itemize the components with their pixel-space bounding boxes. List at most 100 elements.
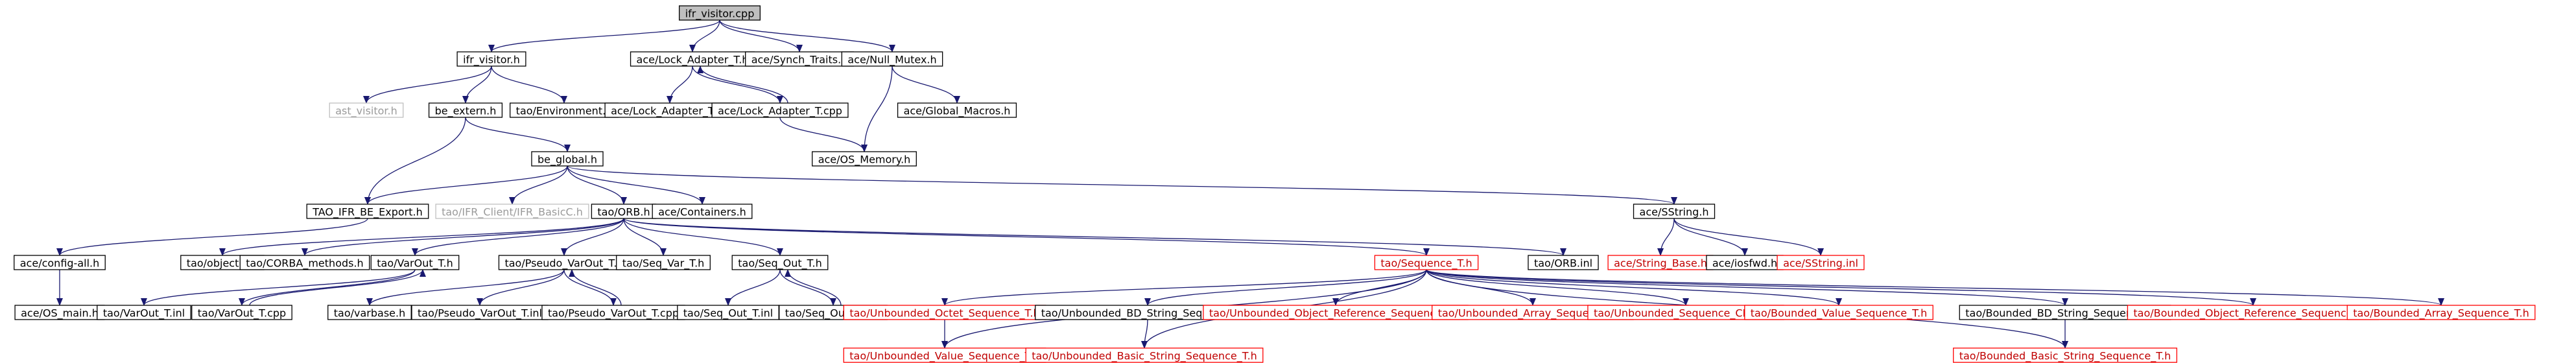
edge-be-global-h-to-sstring-h bbox=[567, 165, 1677, 205]
node-bounded-value-sequence-t-h[interactable]: tao/Bounded_Value_Sequence_T.h bbox=[1744, 305, 1933, 320]
node-bounded-basic-string-sequence-t-h[interactable]: tao/Bounded_Basic_String_Sequence_T.h bbox=[1953, 347, 2177, 363]
node-varout-t-h[interactable]: tao/VarOut_T.h bbox=[370, 255, 460, 270]
node-box bbox=[1025, 347, 1264, 363]
edge-orb-h-to-seq-out-t-h bbox=[623, 218, 783, 256]
node-label: tao/Pseudo_VarOut_T.inl bbox=[418, 307, 542, 320]
edge-sequence-t-h-to-bounded-array-sequence-t-h bbox=[1426, 269, 2444, 306]
node-box bbox=[428, 102, 503, 118]
node-pseudo-varout-t-h[interactable]: tao/Pseudo_VarOut_T.h bbox=[498, 255, 630, 270]
node-label: tao/varbase.h bbox=[334, 307, 405, 320]
node-varout-t-cpp[interactable]: tao/VarOut_T.cpp bbox=[191, 305, 292, 320]
node-unbounded-value-sequence-t-h[interactable]: tao/Unbounded_Value_Sequence_T.h bbox=[843, 347, 1046, 363]
node-lock-adapter-t-inl[interactable]: ace/Lock_Adapter_T.inl bbox=[604, 102, 735, 118]
node-box bbox=[1744, 305, 1933, 320]
node-containers-h[interactable]: ace/Containers.h bbox=[652, 204, 753, 219]
node-sequence-t-h[interactable]: tao/Sequence_T.h bbox=[1374, 255, 1479, 270]
node-seq-var-t-h[interactable]: tao/Seq_Var_T.h bbox=[616, 255, 711, 270]
node-box bbox=[616, 255, 711, 270]
edge-be-extern-h-to-tao-ifr-be-export-h bbox=[364, 117, 466, 205]
node-synch-traits-h[interactable]: ace/Synch_Traits.h bbox=[745, 51, 854, 67]
node-seq-out-t-inl[interactable]: tao/Seq_Out_T.inl bbox=[677, 305, 779, 320]
node-label: tao/Seq_Out_T.h bbox=[738, 257, 822, 270]
node-os-memory-h[interactable]: ace/OS_Memory.h bbox=[812, 151, 917, 167]
edge-be-global-h-to-tao-ifr-be-export-h bbox=[364, 165, 568, 205]
node-lock-adapter-t-cpp[interactable]: ace/Lock_Adapter_T.cpp bbox=[711, 102, 849, 118]
edge-ifr-visitor-cpp-to-synch-traits-h bbox=[719, 19, 803, 53]
node-os-main-h[interactable]: ace/OS_main.h bbox=[14, 305, 105, 320]
node-label: ace/Synch_Traits.h bbox=[751, 54, 848, 67]
node-varbase-h[interactable]: tao/varbase.h bbox=[327, 305, 412, 320]
node-tao-ifr-be-export-h[interactable]: TAO_IFR_BE_Export.h bbox=[306, 204, 429, 219]
node-be-extern-h[interactable]: be_extern.h bbox=[428, 102, 503, 118]
edge-be-global-h-to-ifr-client-basicc-h bbox=[509, 165, 568, 205]
edge-lock-adapter-t-h-to-lock-adapter-t-cpp bbox=[692, 65, 783, 104]
edge-ifr-visitor-cpp-to-lock-adapter-t-h bbox=[689, 19, 720, 53]
node-box bbox=[1374, 255, 1479, 270]
node-label: ast_visitor.h bbox=[335, 105, 397, 118]
edge-orb-h-to-orb-inl bbox=[623, 218, 1566, 256]
node-box bbox=[531, 151, 604, 167]
edge-orb-h-to-pseudo-varout-t-h bbox=[561, 218, 624, 256]
node-box bbox=[327, 305, 412, 320]
node-label: ace/String_Base.h bbox=[1614, 257, 1707, 270]
node-lock-adapter-t-h[interactable]: ace/Lock_Adapter_T.h bbox=[630, 51, 755, 67]
node-unbounded-sequence-cdr-t-h[interactable]: tao/Unbounded_Sequence_CDR_T.h bbox=[1587, 305, 1784, 320]
node-bounded-bd-string-sequence-t-h[interactable]: tao/Bounded_BD_String_Sequence_T.h bbox=[1959, 305, 2171, 320]
node-label: ace/SString.h bbox=[1640, 206, 1709, 218]
node-global-macros-h[interactable]: ace/Global_Macros.h bbox=[897, 102, 1017, 118]
edge-seq-out-t-h-to-seq-out-t-cpp bbox=[779, 269, 836, 306]
node-ifr-client-basicc-h[interactable]: tao/IFR_Client/IFR_BasicC.h bbox=[435, 204, 589, 219]
node-config-all-h[interactable]: ace/config-all.h bbox=[14, 255, 106, 270]
edge-sequence-t-h-to-unbounded-octet-sequence-t-h bbox=[941, 269, 1427, 306]
node-unbounded-octet-sequence-t-h[interactable]: tao/Unbounded_Octet_Sequence_T.h bbox=[843, 305, 1046, 320]
node-label: ifr_visitor.cpp bbox=[685, 8, 755, 21]
node-iosfwd-h[interactable]: ace/iosfwd.h bbox=[1706, 255, 1784, 270]
node-box bbox=[1633, 204, 1716, 219]
node-bounded-array-sequence-t-h[interactable]: tao/Bounded_Array_Sequence_T.h bbox=[2346, 305, 2536, 320]
node-label: tao/Unbounded_Basic_String_Sequence_T.h bbox=[1032, 350, 1257, 363]
edge-ifr-visitor-cpp-to-null-mutex-h bbox=[719, 19, 895, 53]
edge-pseudo-varout-t-h-to-varbase-h bbox=[366, 269, 565, 306]
edge-lock-adapter-t-cpp-to-lock-adapter-t-h bbox=[697, 65, 788, 104]
node-unbounded-basic-string-sequence-t-h[interactable]: tao/Unbounded_Basic_String_Sequence_T.h bbox=[1025, 347, 1264, 363]
node-pseudo-varout-t-cpp[interactable]: tao/Pseudo_VarOut_T.cpp bbox=[541, 305, 685, 320]
node-be-global-h[interactable]: be_global.h bbox=[531, 151, 604, 167]
node-box bbox=[239, 255, 370, 270]
node-box bbox=[329, 102, 404, 118]
node-pseudo-varout-t-inl[interactable]: tao/Pseudo_VarOut_T.inl bbox=[411, 305, 549, 320]
node-label: be_global.h bbox=[538, 154, 597, 167]
edge-pseudo-varout-t-h-to-pseudo-varout-t-inl bbox=[477, 269, 565, 306]
node-varout-t-inl[interactable]: tao/VarOut_T.inl bbox=[97, 305, 191, 320]
node-box bbox=[841, 51, 943, 67]
node-unbounded-object-reference-sequence-t-h[interactable]: tao/Unbounded_Object_Reference_Sequence_… bbox=[1203, 305, 1469, 320]
node-label: tao/Sequence_T.h bbox=[1380, 257, 1472, 270]
node-bounded-object-reference-sequence-t-h[interactable]: tao/Bounded_Object_Reference_Sequence_T.… bbox=[2127, 305, 2380, 320]
edge-orb-h-to-sequence-t-h bbox=[623, 218, 1430, 256]
node-orb-inl[interactable]: tao/ORB.inl bbox=[1528, 255, 1599, 270]
edge-ifr-visitor-h-to-be-extern-h bbox=[462, 65, 492, 104]
node-ast-visitor-h[interactable]: ast_visitor.h bbox=[329, 102, 404, 118]
node-label: TAO_IFR_BE_Export.h bbox=[312, 206, 423, 219]
node-string-base-h[interactable]: ace/String_Base.h bbox=[1607, 255, 1714, 270]
node-label: ace/SString.inl bbox=[1783, 257, 1858, 270]
node-orb-h[interactable]: tao/ORB.h bbox=[591, 204, 657, 219]
node-unbounded-array-sequence-t-h[interactable]: tao/Unbounded_Array_Sequence_T.h bbox=[1432, 305, 1634, 320]
node-sstring-inl[interactable]: ace/SString.inl bbox=[1777, 255, 1865, 270]
node-ifr-visitor-h[interactable]: ifr_visitor.h bbox=[456, 51, 526, 67]
edge-ifr-visitor-h-to-environment-h bbox=[491, 65, 567, 104]
edge-seq-out-t-h-to-seq-out-t-inl bbox=[725, 269, 781, 306]
node-seq-out-t-h[interactable]: tao/Seq_Out_T.h bbox=[731, 255, 829, 270]
node-environment-h[interactable]: tao/Environment.h bbox=[510, 102, 619, 118]
node-label: tao/Bounded_Object_Reference_Sequence_T.… bbox=[2133, 307, 2372, 320]
node-label: tao/Bounded_Basic_String_Sequence_T.h bbox=[1959, 350, 2171, 363]
node-label: tao/VarOut_T.cpp bbox=[198, 307, 286, 320]
node-label: tao/Unbounded_Octet_Sequence_T.h bbox=[849, 307, 1039, 320]
node-ifr-visitor-cpp[interactable]: ifr_visitor.cpp bbox=[678, 5, 761, 21]
node-box bbox=[711, 102, 849, 118]
node-label: tao/Pseudo_VarOut_T.h bbox=[504, 257, 623, 270]
node-sstring-h[interactable]: ace/SString.h bbox=[1633, 204, 1716, 219]
node-box bbox=[14, 255, 106, 270]
edge-lock-adapter-t-cpp-to-os-memory-h bbox=[779, 117, 868, 152]
node-null-mutex-h[interactable]: ace/Null_Mutex.h bbox=[841, 51, 943, 67]
node-corba-methods-h[interactable]: tao/CORBA_methods.h bbox=[239, 255, 370, 270]
